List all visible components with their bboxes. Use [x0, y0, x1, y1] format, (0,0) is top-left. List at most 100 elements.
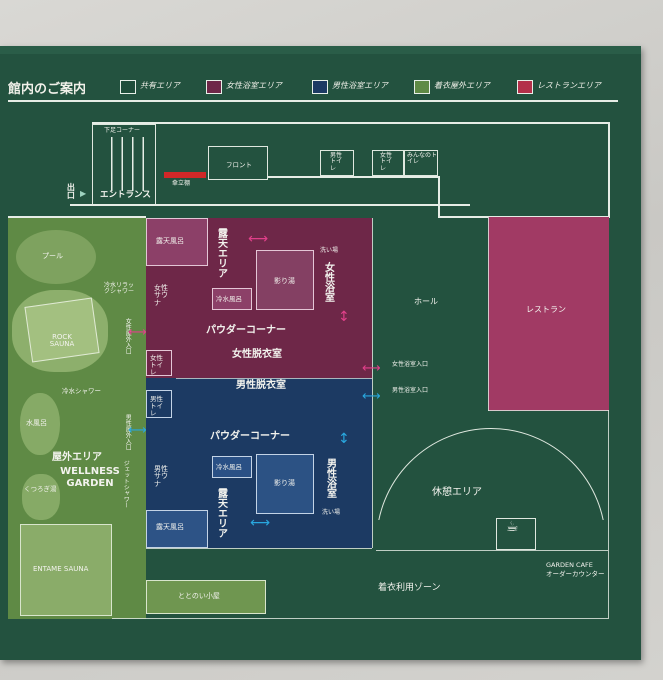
restaurant: [488, 217, 609, 411]
women-cold-bath-label: 冷水風呂: [216, 295, 242, 303]
women-outdoor-bath: [146, 218, 208, 266]
toilet-multi: [404, 150, 438, 176]
women-sauna-label: 女性サウナ: [154, 284, 168, 307]
entrance-label: エントランス: [100, 190, 151, 200]
legend-swatch-women: [206, 80, 222, 94]
totonoi-hut: [146, 580, 266, 614]
men-shadow-bath-label: 影り湯: [274, 479, 295, 487]
legend-label-men: 男性浴室エリア: [332, 81, 388, 90]
clothed-zone-label: 着衣利用ゾーン: [378, 583, 441, 593]
shoes-corner-label: 下足コーナー: [104, 127, 141, 134]
pool: [16, 230, 96, 284]
rock-sauna: [24, 297, 100, 363]
men-open-air-label: 露天エリア: [215, 488, 227, 538]
legend-swatch-outdoor: [414, 80, 430, 94]
women-toilet-label: 女性トイレ: [150, 354, 163, 376]
exit-label: 出口: [66, 183, 76, 199]
pool-label: プール: [42, 252, 63, 260]
front-corridor-wall: [268, 176, 438, 178]
women-dressing-label: 女性脱衣室: [232, 349, 282, 360]
wellness-garden-label: WELLNESS GARDEN: [60, 466, 120, 489]
garden-cafe-counter: [496, 518, 536, 550]
umbrella-label: 傘立棚: [172, 180, 191, 187]
legend-label-shared: 共有エリア: [140, 81, 180, 90]
front-label: フロント: [226, 161, 252, 169]
women-wash-label: 洗い場: [320, 247, 339, 254]
legend-swatch-men: [312, 80, 328, 94]
totonoi-hut-label: ととのい小屋: [178, 592, 220, 600]
men-bath-label: 男性浴室: [324, 458, 336, 498]
men-wash-label: 洗い場: [322, 509, 341, 516]
women-powder-label: パウダーコーナー: [206, 325, 286, 336]
men-cold-bath-label: 冷水風呂: [216, 463, 242, 471]
men-outdoor-entry-label: 男性屋外入口: [124, 414, 132, 450]
women-toilet: [146, 350, 172, 376]
women-outdoor-entry-label: 女性屋外入口: [124, 318, 132, 354]
shoe-shelves: [102, 137, 147, 191]
panel-top-edge: [0, 46, 641, 54]
top-outer-wall: [92, 122, 610, 124]
exit-arrow-icon: ▶: [80, 189, 87, 198]
men-toilet: [146, 390, 172, 418]
legend-swatch-restaurant: [517, 80, 533, 94]
shoes-corner-area: [92, 124, 156, 204]
men-entry-arrow-icon: ⟷: [362, 389, 381, 404]
legend-divider: [8, 100, 618, 102]
men-outdoor-arrow-icon: ⟷: [128, 423, 147, 438]
restaurant-bottom-wall: [488, 410, 609, 412]
women-outdoor-arrow-icon: ⟷: [128, 325, 147, 340]
hall-top-wall: [438, 216, 610, 218]
restaurant-label: レストラン: [526, 305, 566, 314]
women-cold-bath: [212, 288, 252, 310]
entame-sauna-label: ENTAME SAUNA: [33, 565, 89, 573]
women-outdoor-bath-label: 露天風呂: [156, 237, 184, 245]
order-counter-label: オーダーカウンター: [546, 570, 605, 578]
legend-label-restaurant: レストランエリア: [537, 81, 601, 90]
women-shadow-bath-label: 影り湯: [274, 277, 295, 285]
women-entry-arrow-icon: ⟷: [362, 361, 381, 376]
entrance-wall: [70, 204, 470, 206]
outdoor-top-wall: [8, 216, 146, 218]
men-bath-entry-label: 男性浴室入口: [392, 387, 429, 394]
toilet-men-top: [320, 150, 354, 176]
men-arrow-vertical-icon: ↕: [338, 431, 350, 447]
men-sauna-label: 男性サウナ: [154, 465, 168, 488]
jet-shower-label: ジェットシャワー: [122, 460, 130, 508]
men-dressing-label: 男性脱衣室: [236, 380, 286, 391]
toilet-women-top-label: 女性トイレ: [380, 152, 393, 172]
men-toilet-label: 男性トイレ: [150, 395, 163, 417]
right-outer-wall: [608, 122, 610, 218]
right-lower-wall: [608, 410, 610, 618]
umbrella-rack: [164, 172, 206, 178]
kutsurogi-label: くつろぎ湯: [24, 485, 57, 493]
women-men-divider: [176, 378, 372, 380]
men-cold-bath: [212, 456, 252, 478]
front-desk: [208, 146, 268, 180]
entame-sauna: [20, 524, 112, 616]
women-shadow-bath: [256, 250, 314, 310]
coffee-cup-icon: ☕: [506, 519, 519, 535]
legend-title: 館内のご案内: [8, 82, 87, 97]
rest-area-bottom-wall: [376, 550, 608, 552]
restaurant-left-wall: [488, 217, 490, 411]
hall-label: ホール: [414, 297, 438, 306]
rock-sauna-label: ROCK SAUNA: [49, 333, 75, 349]
hall-left-wall: [438, 176, 440, 216]
men-shadow-bath: [256, 454, 314, 514]
bath-right-wall: [372, 218, 374, 548]
women-bath-label: 女性浴室: [322, 262, 334, 302]
garden-cafe-label: GARDEN CAFE: [546, 561, 593, 569]
toilet-multi-label: みんなのトイレ: [407, 152, 438, 166]
toilet-men-top-label: 男性トイレ: [330, 152, 343, 172]
women-arrow-vertical-icon: ↕: [338, 309, 350, 325]
legend-label-outdoor: 着衣屋外エリア: [434, 81, 490, 90]
rest-area-label: 休憩エリア: [432, 487, 482, 498]
men-bottom-wall: [146, 548, 372, 550]
men-outdoor-bath: [146, 510, 208, 548]
women-bath-entry-label: 女性浴室入口: [392, 361, 429, 368]
legend-swatch-shared: [120, 80, 136, 94]
men-arrow-horizontal-icon: ⟷: [250, 515, 271, 531]
legend-label-women: 女性浴室エリア: [226, 81, 282, 90]
outdoor-area-label: 屋外エリア: [52, 452, 102, 463]
